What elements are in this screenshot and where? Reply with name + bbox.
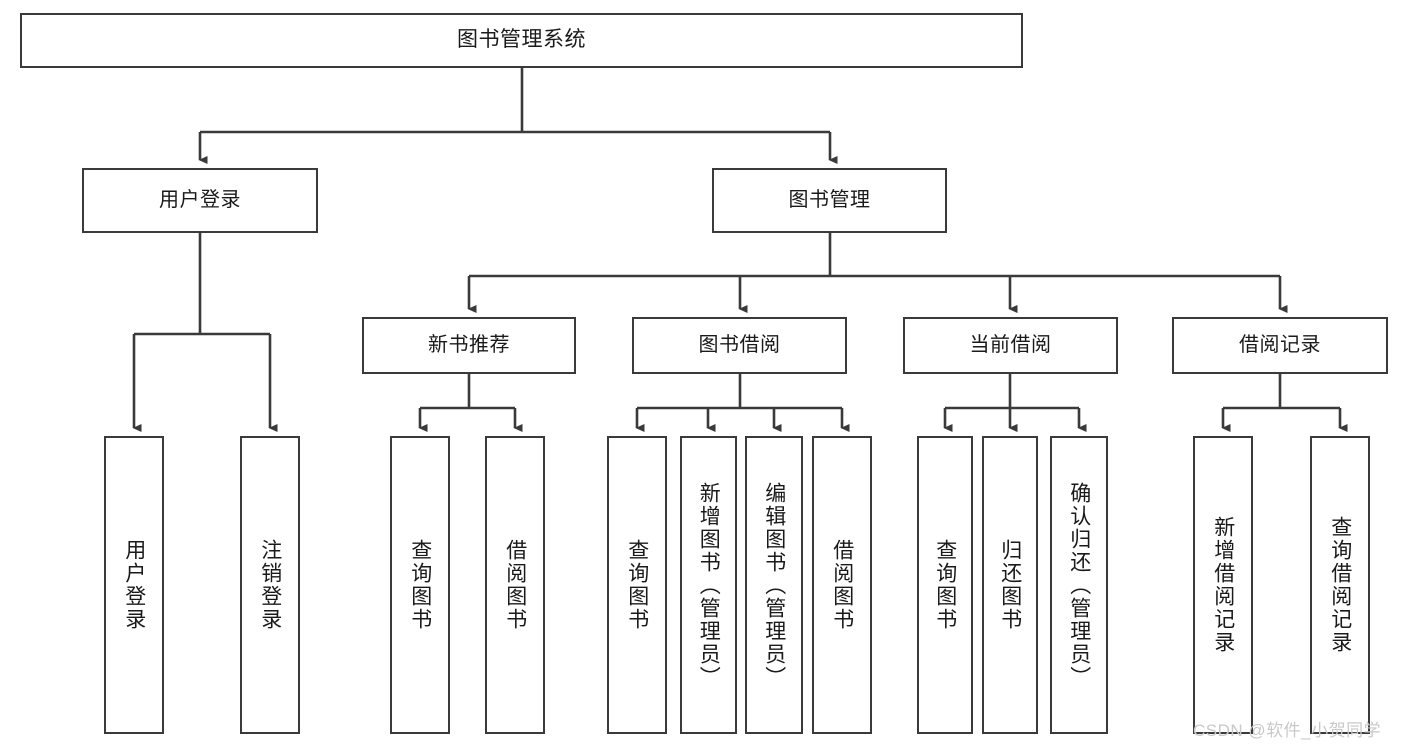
leaf-query-book-current-label: 查询图书 (933, 539, 957, 631)
node-new-book-recommend-label: 新书推荐 (428, 333, 510, 356)
leaf-logout[interactable]: 注销登录 (240, 436, 300, 734)
node-borrow-record[interactable]: 借阅记录 (1172, 317, 1388, 374)
leaf-logout-label: 注销登录 (258, 539, 282, 631)
leaf-add-borrow-record-label: 新增借阅记录 (1211, 516, 1235, 654)
node-book-borrow[interactable]: 图书借阅 (632, 317, 847, 374)
node-current-borrow-label: 当前借阅 (969, 333, 1052, 356)
leaf-confirm-return-admin[interactable]: 确认归还（管理员） (1050, 436, 1108, 734)
leaf-borrow-book[interactable]: 借阅图书 (812, 436, 872, 734)
leaf-borrow-book-recommend[interactable]: 借阅图书 (485, 436, 545, 734)
leaf-query-book-recommend-label: 查询图书 (408, 539, 432, 631)
leaf-edit-book-admin[interactable]: 编辑图书（管理员） (745, 436, 803, 734)
node-root-label: 图书管理系统 (457, 28, 586, 52)
leaf-add-book-admin-label: 新增图书（管理员） (697, 481, 721, 689)
node-book-borrow-label: 图书借阅 (698, 333, 781, 356)
node-new-book-recommend[interactable]: 新书推荐 (362, 317, 576, 374)
node-book-management[interactable]: 图书管理 (712, 168, 947, 233)
leaf-edit-book-admin-label: 编辑图书（管理员） (762, 481, 786, 689)
leaf-query-book-current[interactable]: 查询图书 (917, 436, 973, 734)
node-user-login-label: 用户登录 (159, 188, 241, 211)
leaf-return-book[interactable]: 归还图书 (982, 436, 1038, 734)
node-borrow-record-label: 借阅记录 (1239, 333, 1321, 356)
leaf-return-book-label: 归还图书 (998, 539, 1022, 631)
leaf-query-book-borrow-label: 查询图书 (625, 539, 649, 631)
node-current-borrow[interactable]: 当前借阅 (903, 317, 1118, 374)
leaf-query-book-recommend[interactable]: 查询图书 (390, 436, 450, 734)
leaf-add-book-admin[interactable]: 新增图书（管理员） (680, 436, 737, 734)
leaf-borrow-book-label: 借阅图书 (830, 539, 854, 631)
node-book-management-label: 图书管理 (788, 188, 871, 211)
node-user-login[interactable]: 用户登录 (82, 168, 318, 233)
leaf-query-book-borrow[interactable]: 查询图书 (607, 436, 667, 734)
leaf-query-borrow-record-label: 查询借阅记录 (1328, 516, 1352, 654)
leaf-user-login[interactable]: 用户登录 (104, 436, 164, 734)
leaf-add-borrow-record[interactable]: 新增借阅记录 (1193, 436, 1253, 734)
csdn-watermark: CSDN @软件_小贺同学 (1193, 721, 1382, 740)
leaf-query-borrow-record[interactable]: 查询借阅记录 (1310, 436, 1370, 734)
leaf-confirm-return-admin-label: 确认归还（管理员） (1067, 481, 1091, 689)
leaf-borrow-book-recommend-label: 借阅图书 (503, 539, 527, 631)
node-root[interactable]: 图书管理系统 (20, 13, 1023, 68)
leaf-user-login-label: 用户登录 (122, 539, 146, 631)
